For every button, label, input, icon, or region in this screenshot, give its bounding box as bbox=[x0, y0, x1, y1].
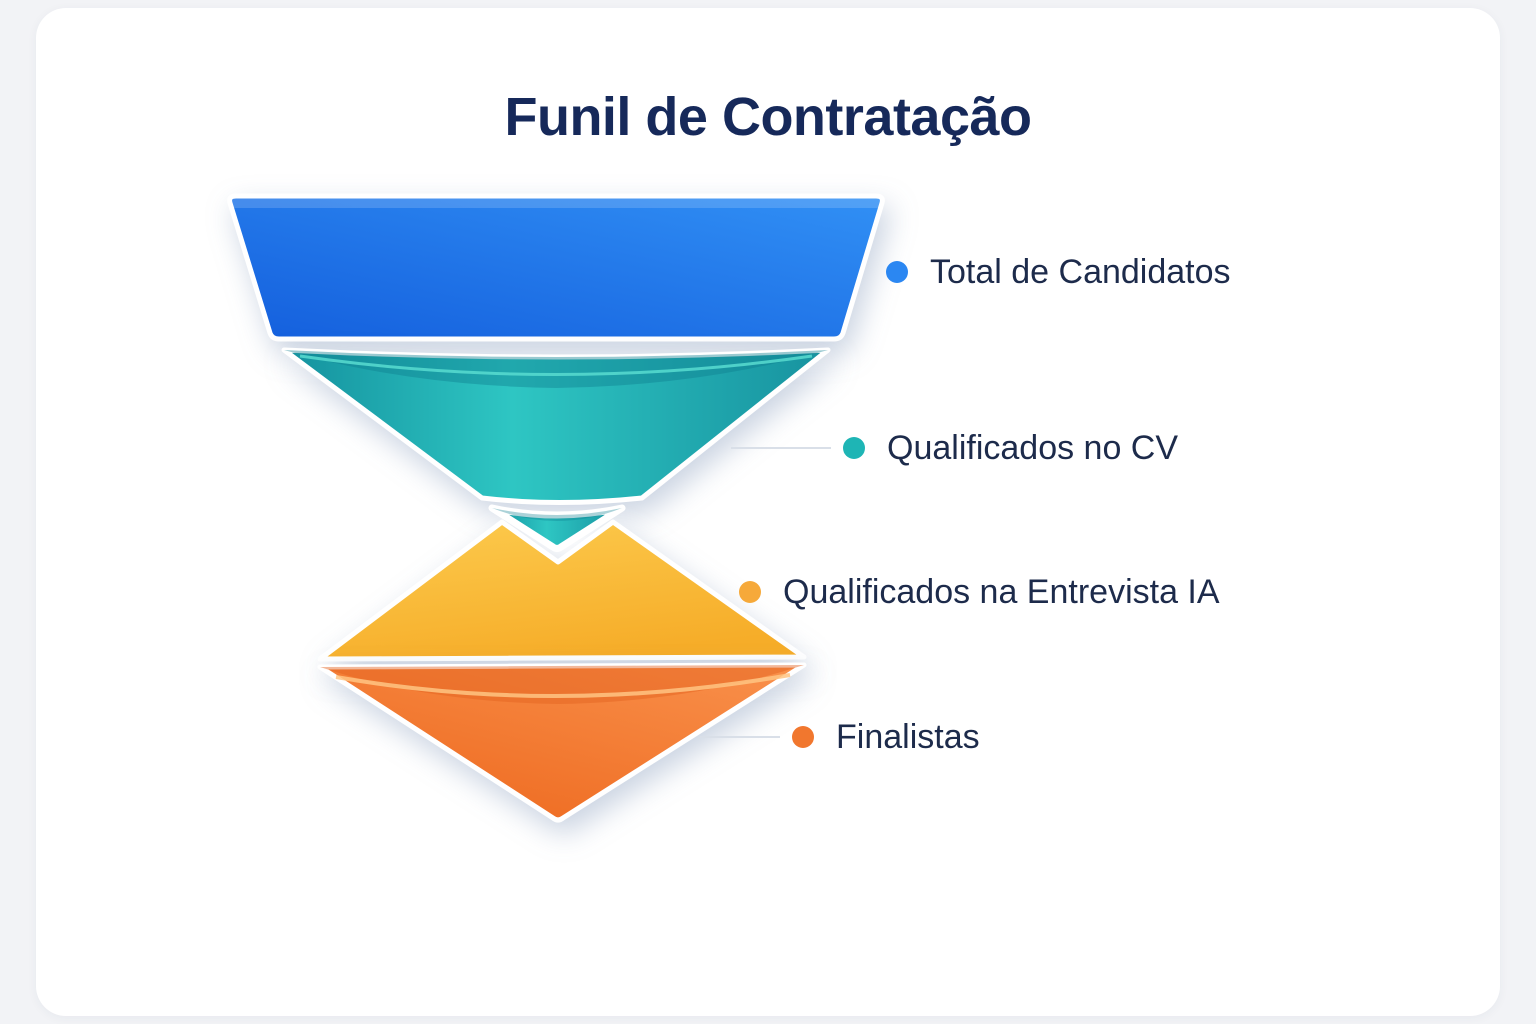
legend-label: Finalistas bbox=[836, 717, 980, 756]
legend-item-entrevista-ia: Qualificados na Entrevista IA bbox=[739, 570, 1220, 614]
legend-item-qualificados-cv: Qualificados no CV bbox=[731, 426, 1178, 470]
legend-item-finalistas: Finalistas bbox=[700, 715, 980, 759]
orange-rim-band bbox=[320, 665, 804, 704]
funnel-stage-finalistas bbox=[317, 662, 807, 823]
legend-item-total-candidatos: Total de Candidatos bbox=[886, 250, 1231, 294]
legend-label: Total de Candidatos bbox=[930, 252, 1231, 291]
funnel-spout bbox=[488, 504, 626, 552]
cone-rim-band bbox=[284, 350, 828, 388]
legend-label: Qualificados na Entrevista IA bbox=[783, 572, 1220, 611]
page-title: Funil de Contratação bbox=[504, 87, 1032, 147]
stage-top-highlight bbox=[229, 196, 883, 208]
legend-dot bbox=[886, 261, 908, 283]
legend-connector-line bbox=[731, 447, 831, 449]
funnel-stage-entrevista-ia bbox=[317, 519, 807, 662]
legend-dot bbox=[792, 726, 814, 748]
orange-rim-line bbox=[335, 673, 791, 698]
legend-dot bbox=[843, 437, 865, 459]
cone-rim-line bbox=[299, 354, 813, 376]
chart-card bbox=[36, 8, 1500, 1016]
funnel-stage-total-candidatos bbox=[227, 193, 885, 342]
funnel-stage-qualificados-cv bbox=[281, 347, 831, 505]
legend-connector-line bbox=[700, 736, 780, 738]
legend-dot bbox=[739, 581, 761, 603]
spout-rim-band bbox=[492, 508, 622, 521]
legend-label: Qualificados no CV bbox=[887, 428, 1179, 467]
